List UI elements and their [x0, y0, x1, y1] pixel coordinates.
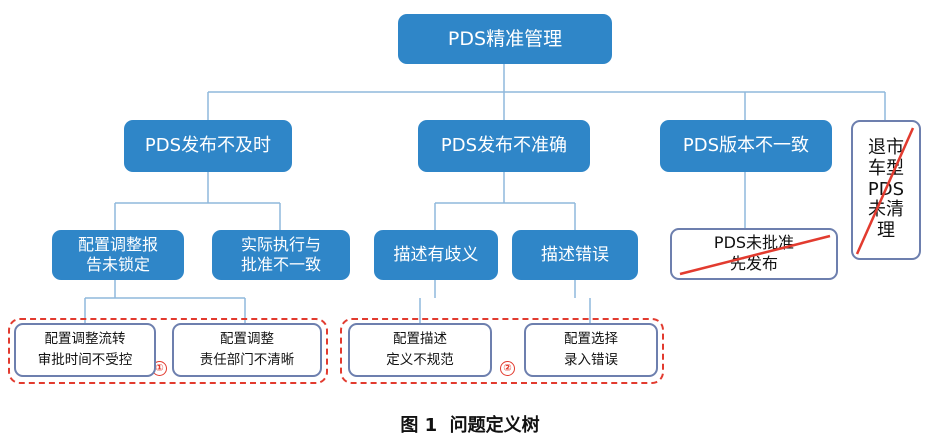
node-label: 描述错误: [541, 244, 609, 265]
node-label: 描述有歧义: [393, 244, 479, 265]
root-label: PDS精准管理: [447, 27, 563, 50]
node-label: 实际执行与 批准不一致: [240, 235, 321, 274]
node-pds-published-before-approval: PDS未批准 先发布: [670, 228, 838, 280]
node-ambiguous-description: 描述有歧义: [374, 230, 498, 280]
node-config-report-unlocked: 配置调整报 告未锁定: [52, 230, 184, 280]
node-label: 配置选择 录入错误: [564, 331, 618, 368]
node-label: 配置描述 定义不规范: [386, 331, 454, 368]
node-label: PDS发布不准确: [440, 135, 568, 157]
node-label: 配置调整报 告未锁定: [77, 235, 158, 274]
group-2-frame: [340, 318, 664, 384]
strike-cross: [679, 234, 831, 276]
node-label: PDS版本不一致: [682, 135, 810, 157]
group-1-frame: [8, 318, 328, 384]
node-selection-entry-error: 配置选择 录入错误: [524, 323, 658, 377]
node-responsibility-unclear: 配置调整 责任部门不清晰: [172, 323, 322, 377]
group-2-marker: ②: [500, 361, 515, 376]
strike-cross: [855, 127, 915, 255]
node-delisted-pds-not-cleared: 退市 车型 PDS 未清 理: [851, 120, 921, 260]
figure-caption: 图 1 问题定义树: [400, 415, 540, 436]
node-label: 配置调整 责任部门不清晰: [199, 331, 295, 368]
node-wrong-description: 描述错误: [512, 230, 638, 280]
node-label: PDS发布不及时: [144, 135, 272, 157]
node-definition-nonstandard: 配置描述 定义不规范: [348, 323, 492, 377]
node-execution-mismatch: 实际执行与 批准不一致: [212, 230, 350, 280]
node-pds-not-timely: PDS发布不及时: [124, 120, 292, 172]
root-node: PDS精准管理: [398, 14, 612, 64]
node-pds-not-accurate: PDS发布不准确: [418, 120, 590, 172]
node-approval-time-uncontrolled: 配置调整流转 审批时间不受控: [14, 323, 156, 377]
node-pds-version-inconsistent: PDS版本不一致: [660, 120, 832, 172]
node-label: 配置调整流转 审批时间不受控: [37, 331, 133, 368]
